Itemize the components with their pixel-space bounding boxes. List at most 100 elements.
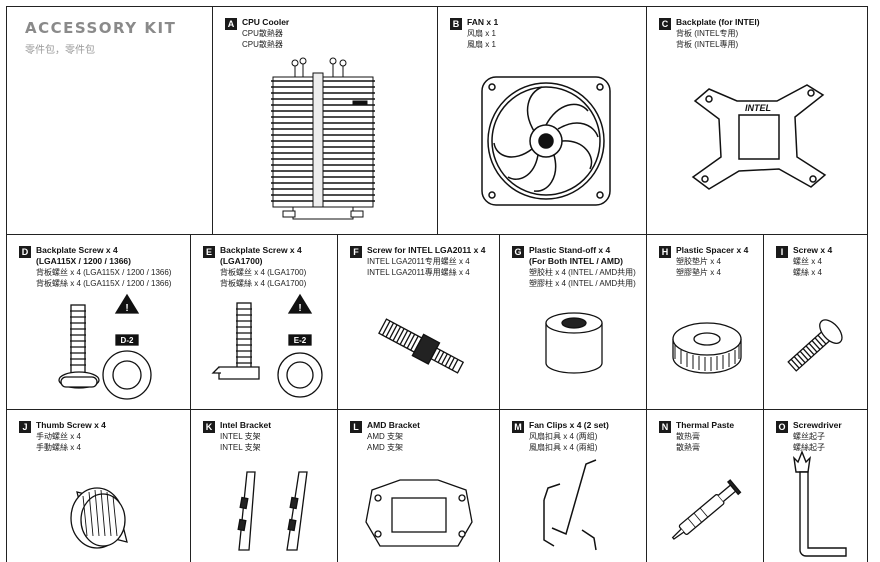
item-title: Backplate Screw x 4 [36,245,118,255]
item-letter-badge: M [512,421,524,433]
item-letter-badge: B [450,18,462,30]
spacer-illustration [672,322,742,374]
item-line: 塑膠墊片 x 4 [676,268,721,277]
item-line: 背板螺絲 x 4 (LGA1700) [220,279,307,288]
item-line: CPU散熱器 [242,29,283,38]
item-line: 散熱膏 [676,443,700,452]
item-title-2: (LGA115X / 1200 / 1366) [36,256,131,266]
item-line: 螺丝 x 4 [793,257,822,266]
item-letter-badge: C [659,18,671,30]
item-letter-badge: K [203,421,215,433]
svg-text:!: ! [125,303,128,314]
backplate-brand-label: INTEL [745,103,771,113]
item-line: 背板螺丝 x 4 (LGA115X / 1200 / 1366) [36,268,172,277]
item-letter-badge: H [659,246,671,258]
item-d-backplate-screw: D Backplate Screw x 4 (LGA115X / 1200 / … [6,235,191,410]
kit-subtitle: 零件包，零件包 [25,45,95,56]
item-line: 塑胶垫片 x 4 [676,257,721,266]
item-h-spacer: H Plastic Spacer x 4 塑胶垫片 x 4 塑膠墊片 x 4 [647,235,764,410]
item-m-fan-clips: M Fan Clips x 4 (2 set) 风扇扣具 x 4 (两组) 風扇… [500,410,647,562]
kit-title: ACCESSORY KIT [25,19,177,37]
item-line: 背板 (INTEL專用) [676,40,739,49]
item-title: AMD Bracket [367,420,420,430]
screw-illustration [787,319,843,372]
item-letter-badge: N [659,421,671,433]
item-line: 背板 (INTEL专用) [676,29,739,38]
item-title: Backplate (for INTEl) [676,17,760,27]
warning-tag: D-2 [121,336,134,345]
warning-tag: E-2 [294,336,307,345]
item-line: INTEL 支架 [220,443,261,452]
item-line: 风扇扣具 x 4 (两组) [529,432,598,441]
item-letter-badge: F [350,246,362,258]
item-line: INTEL 支架 [220,432,261,441]
item-line: INTEL LGA2011专用螺丝 x 4 [367,257,470,266]
item-line: 塑胶柱 x 4 (INTEL / AMD共用) [529,268,636,277]
item-letter-badge: G [512,246,524,258]
item-letter-badge: A [225,18,237,30]
item-title: Backplate Screw x 4 [220,245,302,255]
item-title: Plastic Spacer x 4 [676,245,749,255]
item-letter-badge: L [350,421,362,433]
lga2011-screw-illustration [378,318,465,374]
item-f-lga2011-screw: F Screw for INTEL LGA2011 x 4 INTEL LGA2… [338,235,500,410]
item-letter-badge: O [776,421,788,433]
item-title: Screw x 4 [793,245,833,255]
intel-bracket-illustration [237,471,308,551]
item-letter-badge: J [19,421,31,433]
item-line: 風扇扣具 x 4 (兩組) [529,443,598,452]
item-line: INTEL LGA2011專用螺絲 x 4 [367,268,470,277]
fan-clip-illustration [543,459,597,551]
item-title: Intel Bracket [220,420,272,430]
item-title-2: (LGA1700) [220,256,263,266]
item-b-fan: B FAN x 1 风扇 x 1 風扇 x 1 [438,6,647,235]
item-g-stand-off: G Plastic Stand-off x 4 (For Both INTEL … [500,235,647,410]
svg-text:!: ! [298,303,301,314]
item-o-screwdriver: O Screwdriver 螺丝起子 螺絲起子 [764,410,868,562]
thermal-paste-syringe-illustration [671,479,742,540]
item-i-screw: I Screw x 4 螺丝 x 4 螺絲 x 4 [764,235,868,410]
header-cell: ACCESSORY KIT 零件包，零件包 [6,6,213,235]
item-a-cpu-cooler: A CPU Cooler CPU散熱器 CPU散熱器 [213,6,438,235]
item-c-backplate: C Backplate (for INTEl) 背板 (INTEL专用) 背板 … [647,6,868,235]
item-line: 散热膏 [676,432,700,441]
item-title: Thumb Screw x 4 [36,420,106,430]
item-title: Plastic Stand-off x 4 [529,245,611,255]
backplate-screw-illustration: D-2 ! [58,293,152,400]
backplate-illustration: INTEL [691,84,827,190]
item-letter-badge: D [19,246,31,258]
item-title: Thermal Paste [676,420,735,430]
screwdriver-illustration [793,450,847,557]
stand-off-illustration [545,312,603,374]
item-letter-badge: E [203,246,215,258]
lga1700-screw-illustration: E-2 ! [211,293,323,398]
cpu-cooler-illustration [271,57,375,220]
item-line: AMD 支架 [367,432,403,441]
item-line: 塑膠柱 x 4 (INTEL / AMD共用) [529,279,636,288]
item-line: 風扇 x 1 [467,40,496,49]
item-title: FAN x 1 [467,17,499,27]
item-j-thumb-screw: J Thumb Screw x 4 手动螺丝 x 4 手動螺絲 x 4 [6,410,191,562]
thumb-screw-illustration [70,487,128,549]
item-n-thermal-paste: N Thermal Paste 散热膏 散熱膏 [647,410,764,562]
item-line: 螺絲 x 4 [793,268,822,277]
item-line: 背板螺絲 x 4 (LGA115X / 1200 / 1366) [36,279,172,288]
item-line: 手動螺絲 x 4 [36,443,81,452]
item-line: 背板螺丝 x 4 (LGA1700) [220,268,307,277]
item-title: Fan Clips x 4 (2 set) [529,420,609,430]
item-title: Screw for INTEL LGA2011 x 4 [367,245,486,255]
item-title: CPU Cooler [242,17,290,27]
item-letter-badge: I [776,246,788,258]
fan-illustration [481,76,611,206]
item-l-amd-bracket: L AMD Bracket AMD 支架 AMD 支架 [338,410,500,562]
item-line: CPU散熱器 [242,40,283,49]
item-line: 风扇 x 1 [467,29,496,38]
item-title: Screwdriver [793,420,842,430]
item-line: 螺絲起子 [793,443,825,452]
item-line: 手动螺丝 x 4 [36,432,81,441]
item-line: 螺丝起子 [793,432,825,441]
amd-bracket-illustration [365,479,473,547]
item-e-backplate-screw: E Backplate Screw x 4 (LGA1700) 背板螺丝 x 4… [191,235,338,410]
item-line: AMD 支架 [367,443,403,452]
item-k-intel-bracket: K Intel Bracket INTEL 支架 INTEL 支架 [191,410,338,562]
